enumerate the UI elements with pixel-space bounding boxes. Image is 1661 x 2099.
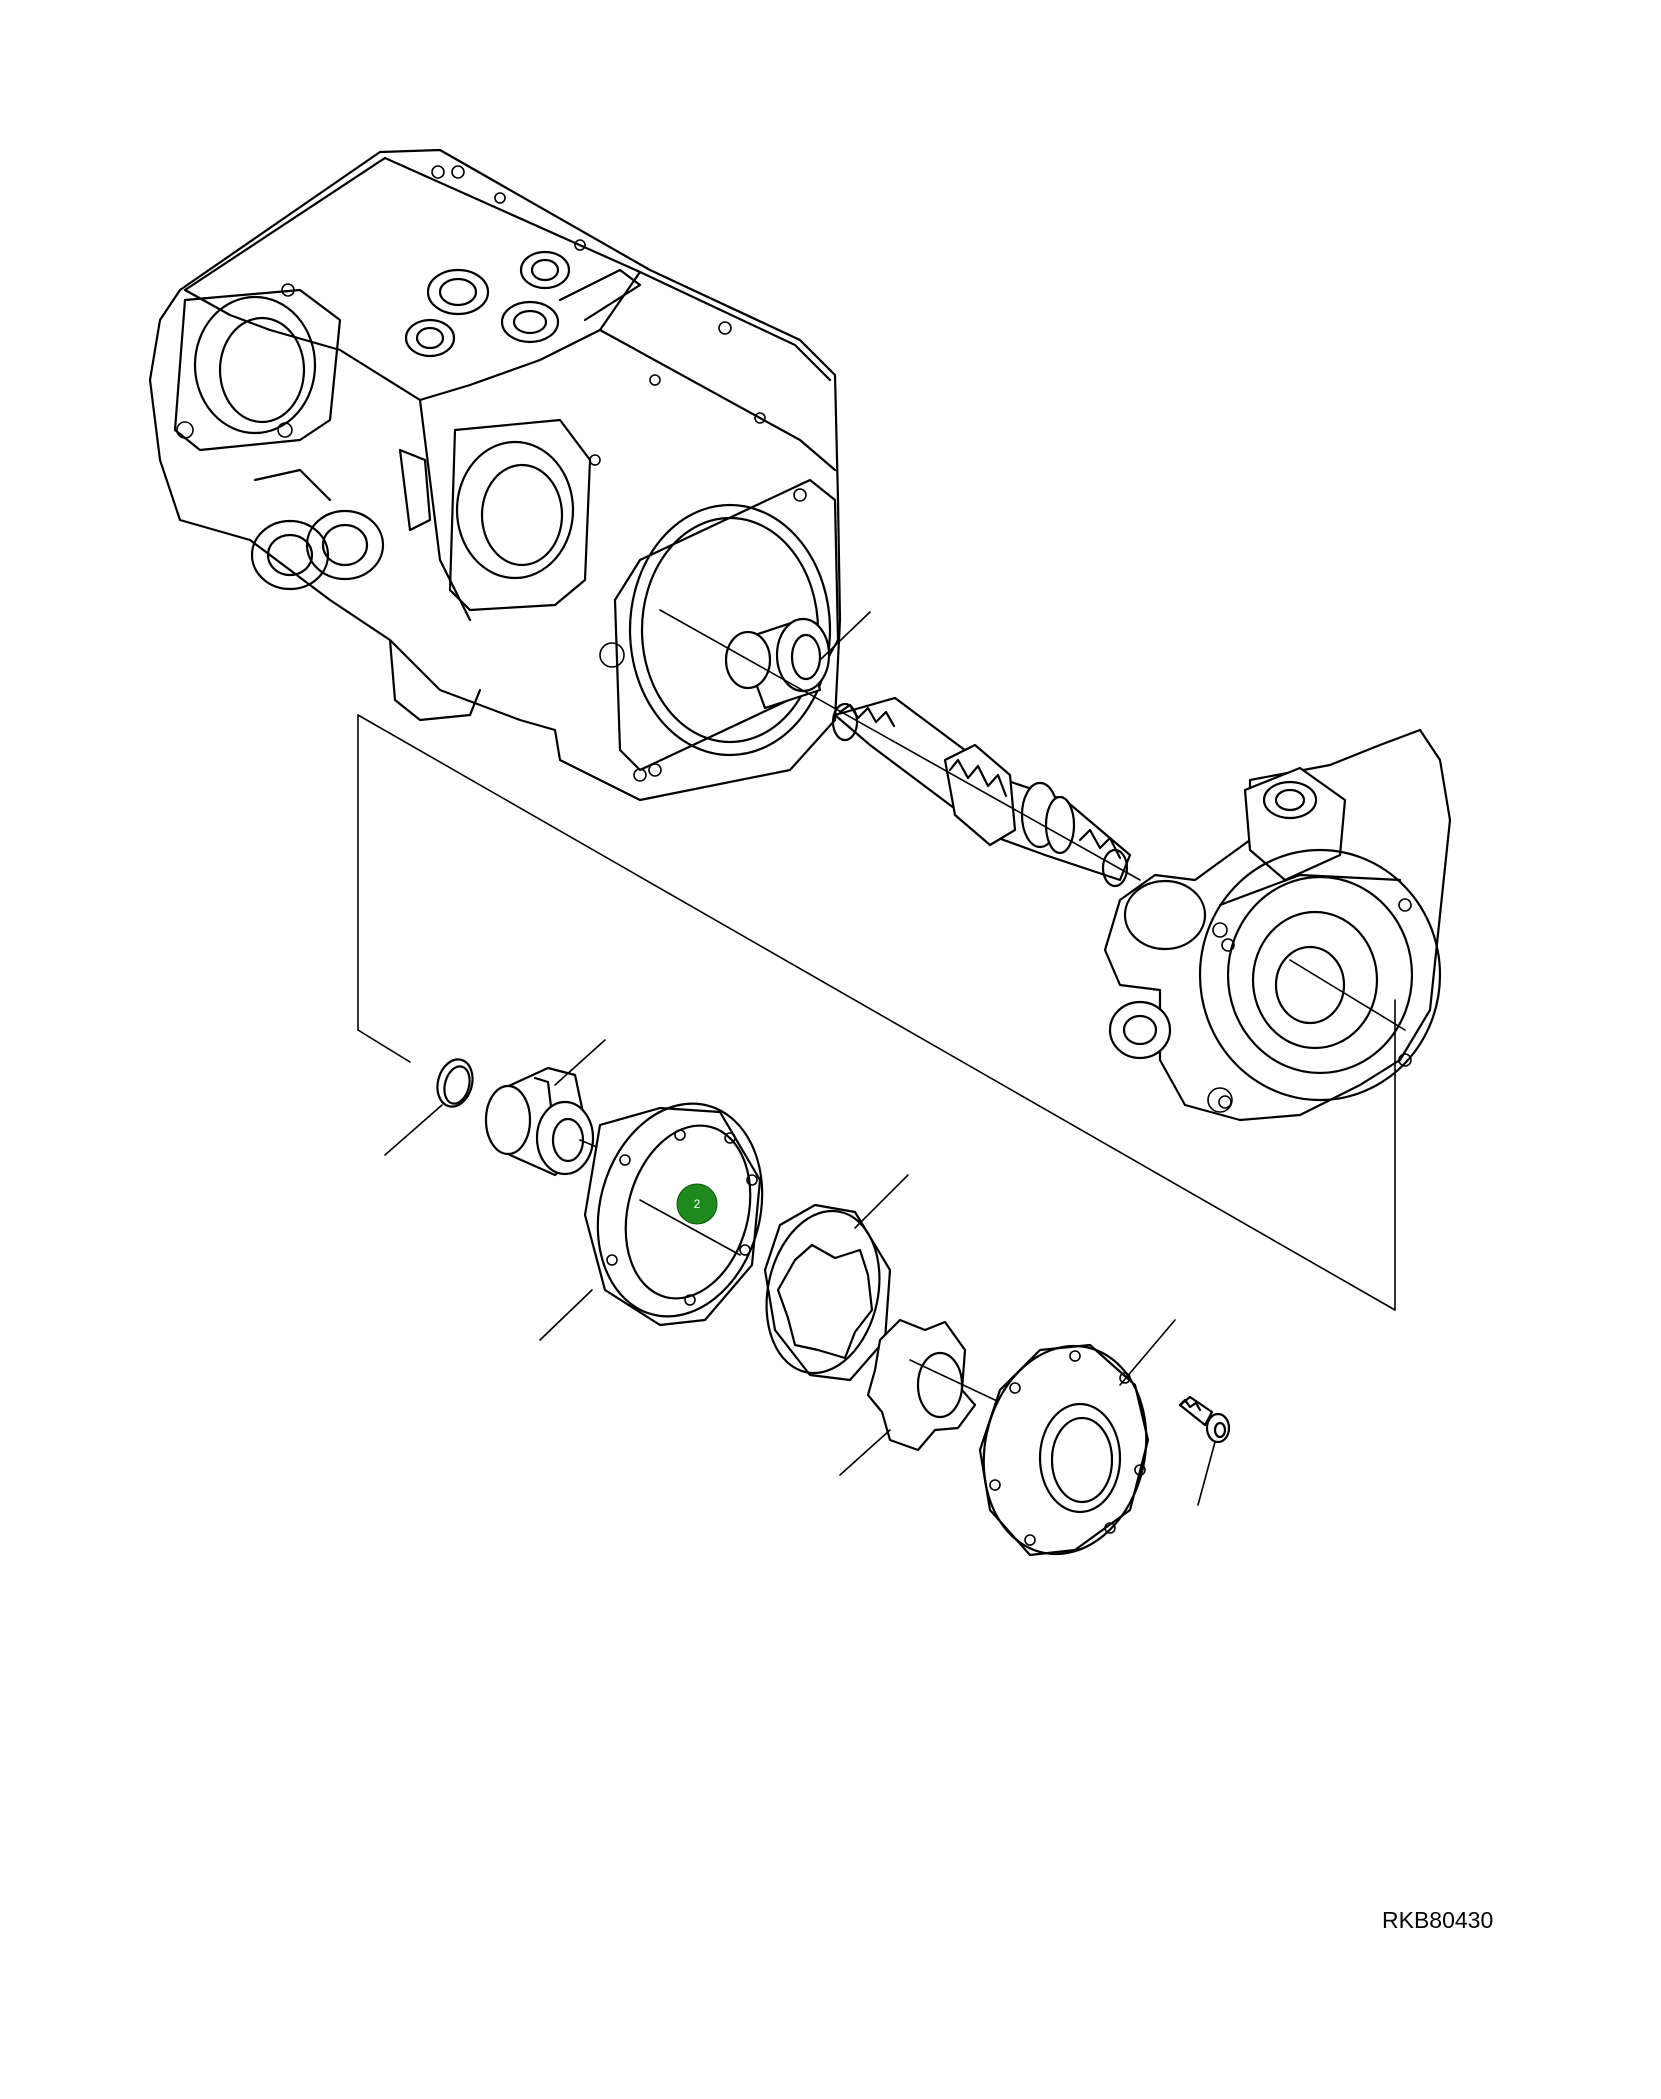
snap-ring bbox=[384, 1058, 474, 1156]
assembly-reference-lines bbox=[357, 714, 1396, 1311]
pump-case bbox=[1103, 728, 1452, 1122]
cover-plate bbox=[978, 1319, 1176, 1557]
drawing-number: RKB80430 bbox=[1382, 1907, 1494, 1933]
housing-ring bbox=[539, 1102, 764, 1341]
bolt bbox=[1178, 1395, 1231, 1506]
outer-rotor bbox=[763, 1174, 909, 1382]
hotspot-label: 2 bbox=[694, 1197, 701, 1211]
drive-shaft bbox=[659, 609, 1141, 888]
pump-body bbox=[148, 148, 842, 802]
inner-rotor bbox=[839, 1318, 996, 1476]
sleeve bbox=[484, 1039, 641, 1177]
hotspot-marker[interactable]: 2 bbox=[676, 1183, 718, 1225]
